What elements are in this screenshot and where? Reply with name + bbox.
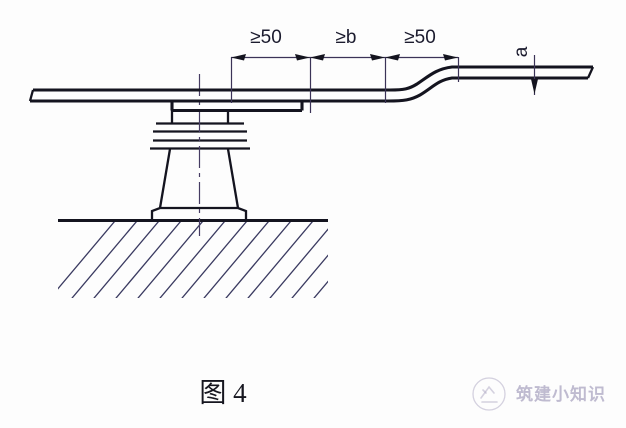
watermark: 筑建小知识 xyxy=(472,377,606,411)
dimension-label-right: ≥50 xyxy=(404,27,436,48)
thickness-dimension: a xyxy=(511,46,538,95)
column-base-plate xyxy=(150,206,248,221)
upper-reinforcement-plate xyxy=(28,88,390,113)
dimension-label-left: ≥50 xyxy=(250,27,282,48)
dimension-arrowheads xyxy=(231,54,458,61)
watermark-text: 筑建小知识 xyxy=(516,384,606,404)
dimension-chain: ≥50 ≥b ≥50 xyxy=(230,27,460,113)
thickness-label: a xyxy=(511,46,532,57)
dimension-label-middle: ≥b xyxy=(336,27,357,48)
circular-brand-logo xyxy=(472,377,506,411)
tapered-column xyxy=(158,148,240,209)
cranked-offset-bar xyxy=(387,65,595,103)
hatched-ground-section xyxy=(58,218,328,298)
figure-caption: 图 4 xyxy=(199,378,247,408)
ground-hatch-lines xyxy=(58,220,328,298)
thickness-arrowhead xyxy=(531,79,538,94)
